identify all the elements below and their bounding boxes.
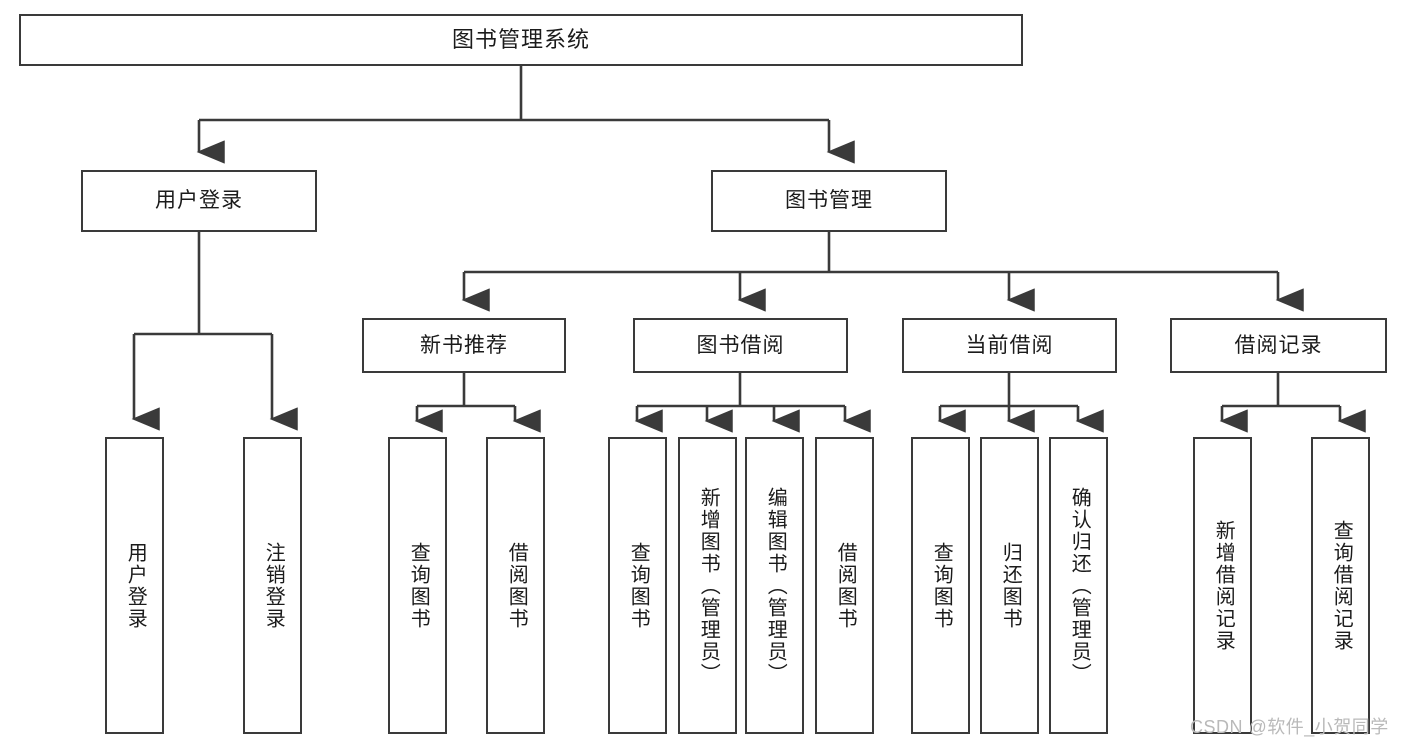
node-label: 查询图书 [930, 541, 953, 630]
leaf-current-borrow-confirm-return-admin[interactable]: 确认归还（管理员） [1049, 437, 1108, 734]
node-label: 借阅记录 [1234, 333, 1323, 357]
node-label: 新增图书（管理员） [697, 486, 720, 685]
node-label: 查询图书 [627, 541, 650, 630]
node-label: 当前借阅 [965, 333, 1054, 357]
node-current-borrow[interactable]: 当前借阅 [902, 318, 1117, 373]
node-label: 查询借阅记录 [1330, 519, 1353, 652]
node-label: 编辑图书（管理员） [764, 486, 787, 685]
leaf-book-borrow-edit-book-admin[interactable]: 编辑图书（管理员） [745, 437, 804, 734]
node-new-book-recommend[interactable]: 新书推荐 [362, 318, 566, 373]
node-label: 借阅图书 [505, 541, 528, 630]
leaf-new-book-query-book[interactable]: 查询图书 [388, 437, 447, 734]
node-label: 归还图书 [999, 541, 1022, 630]
leaf-book-borrow-add-book-admin[interactable]: 新增图书（管理员） [678, 437, 737, 734]
leaf-borrow-record-query-record[interactable]: 查询借阅记录 [1311, 437, 1370, 734]
leaf-book-borrow-query-book[interactable]: 查询图书 [608, 437, 667, 734]
leaf-user-login-login[interactable]: 用户登录 [105, 437, 164, 734]
node-label: 查询图书 [407, 541, 430, 630]
leaf-new-book-borrow-book[interactable]: 借阅图书 [486, 437, 545, 734]
node-label: 新书推荐 [420, 333, 508, 357]
node-root-book-management-system[interactable]: 图书管理系统 [19, 14, 1023, 66]
node-label: 用户登录 [124, 541, 147, 630]
node-borrow-record[interactable]: 借阅记录 [1170, 318, 1387, 373]
csdn-watermark: CSDN @软件_小贺同学 [1190, 717, 1389, 737]
node-user-login[interactable]: 用户登录 [81, 170, 317, 232]
leaf-book-borrow-borrow-book[interactable]: 借阅图书 [815, 437, 874, 734]
node-label: 用户登录 [155, 189, 243, 213]
leaf-current-borrow-return-book[interactable]: 归还图书 [980, 437, 1039, 734]
node-book-management[interactable]: 图书管理 [711, 170, 947, 232]
node-label: 确认归还（管理员） [1068, 486, 1091, 685]
node-label: 图书管理 [785, 189, 873, 213]
node-label: 借阅图书 [834, 541, 857, 630]
node-label: 图书管理系统 [451, 26, 590, 52]
leaf-current-borrow-query-book[interactable]: 查询图书 [911, 437, 970, 734]
node-book-borrow[interactable]: 图书借阅 [633, 318, 848, 373]
leaf-user-login-logout[interactable]: 注销登录 [243, 437, 302, 734]
node-label: 新增借阅记录 [1212, 519, 1235, 652]
node-label: 注销登录 [262, 541, 285, 630]
leaf-borrow-record-add-record[interactable]: 新增借阅记录 [1193, 437, 1252, 734]
node-label: 图书借阅 [696, 333, 785, 357]
